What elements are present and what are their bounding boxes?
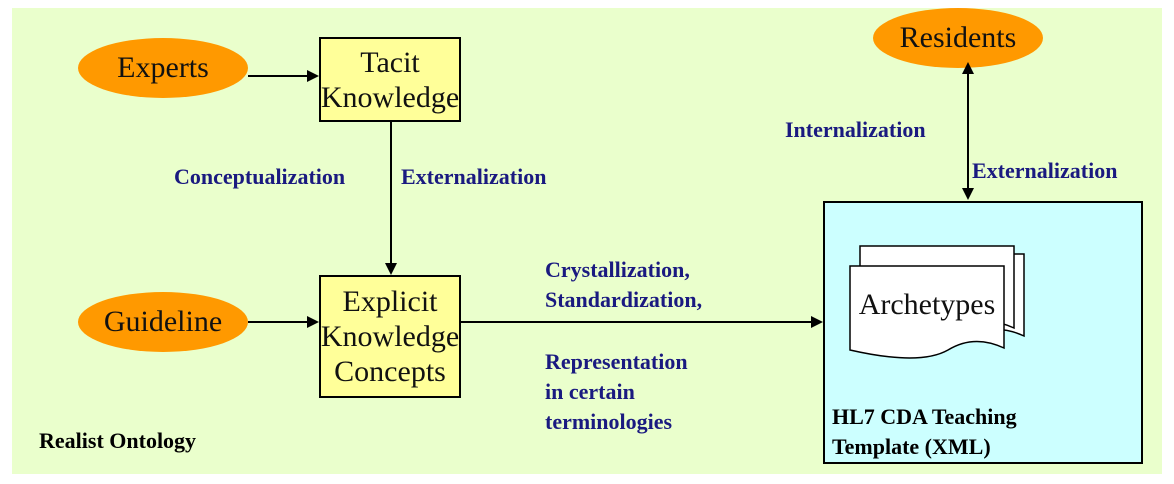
crystallization-label: Crystallization, Standardization,	[545, 255, 702, 315]
representation-line-1: Representation	[545, 349, 688, 374]
representation-line-2: in certain	[545, 379, 635, 404]
realist-ontology-footer: Realist Ontology	[39, 428, 197, 453]
template-line-1: HL7 CDA Teaching	[832, 404, 1017, 429]
internalization-label: Internalization	[785, 117, 926, 142]
template-label: HL7 CDA Teaching Template (XML)	[832, 402, 1017, 462]
tacit-line-2: Knowledge	[320, 80, 460, 114]
template-line-2: Template (XML)	[832, 434, 991, 459]
explicit-line-2: Knowledge	[320, 320, 460, 353]
explicit-line-1: Explicit	[342, 285, 438, 318]
archetypes-document-stack-icon	[849, 245, 1025, 359]
residents-label: Residents	[899, 21, 1017, 54]
explicit-knowledge-box: Explicit Knowledge Concepts	[319, 275, 461, 398]
representation-line-3: terminologies	[545, 409, 673, 434]
tacit-line-1: Tacit	[360, 45, 420, 79]
externalization-left-label: Externalization	[401, 164, 547, 189]
explicit-line-3: Concepts	[334, 355, 446, 388]
representation-label: Representation in certain terminologies	[545, 347, 688, 437]
experts-label: Experts	[117, 51, 209, 84]
crystallization-line-1: Crystallization,	[545, 257, 690, 282]
guideline-node: Guideline	[78, 292, 248, 352]
tacit-knowledge-box: Tacit Knowledge	[319, 37, 461, 122]
guideline-label: Guideline	[103, 305, 223, 338]
archetypes-label: Archetypes	[858, 288, 996, 321]
crystallization-line-2: Standardization,	[545, 287, 703, 312]
residents-node: Residents	[873, 8, 1043, 68]
conceptualization-label: Conceptualization	[174, 164, 346, 189]
externalization-right-label: Externalization	[972, 158, 1118, 183]
experts-node: Experts	[78, 38, 248, 98]
